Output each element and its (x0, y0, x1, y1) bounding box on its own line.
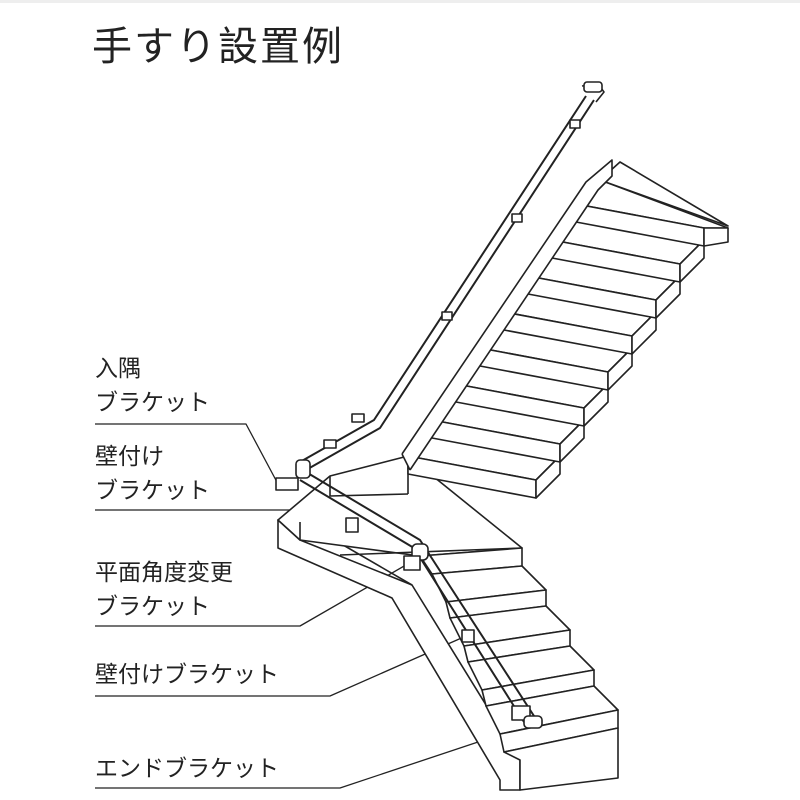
leader-wall-mount-2 (95, 635, 467, 697)
wall-bracket (323, 439, 337, 449)
label-line: ブラケット (95, 478, 210, 504)
label-line: 平面角度変更 (95, 560, 233, 586)
brackets (275, 81, 603, 729)
label-inside-corner-bracket: 入隅 ブラケット (95, 352, 210, 420)
wall-bracket (441, 311, 453, 321)
wall-bracket (351, 413, 365, 423)
wall-bracket (511, 213, 523, 223)
label-line: ブラケット (95, 594, 210, 620)
label-line: 入隅 (95, 356, 141, 382)
leader-inside-corner (95, 423, 279, 485)
wall-bracket-lower (461, 629, 475, 643)
wall-bracket-landing (345, 517, 359, 533)
page-title: 手すり設置例 (92, 24, 344, 70)
inside-corner-bracket-base (275, 477, 299, 491)
label-wall-mount-bracket-1: 壁付け ブラケット (95, 440, 210, 508)
label-end-bracket: エンドブラケット (95, 752, 279, 786)
upper-flight (401, 159, 729, 499)
upper-tread (575, 179, 729, 247)
upper-tread (407, 431, 561, 499)
lower-tread (503, 727, 619, 791)
upper-tread (431, 395, 585, 463)
label-line: 壁付け (95, 444, 164, 470)
lower-tread (431, 565, 547, 619)
upper-tread (551, 215, 705, 283)
label-wall-mount-bracket-2: 壁付けブラケット (95, 658, 279, 692)
label-line: エンドブラケット (95, 756, 279, 782)
label-line: ブラケット (95, 390, 210, 416)
lower-flight (419, 547, 619, 791)
top-rule (0, 0, 800, 3)
wall-bracket (569, 119, 581, 129)
end-bracket-top (583, 81, 603, 93)
label-plane-angle-bracket: 平面角度変更 ブラケット (95, 556, 233, 624)
plane-angle-bracket-base (403, 555, 421, 571)
upper-stringer (401, 159, 613, 471)
label-line: 壁付けブラケット (95, 662, 279, 688)
inside-corner-bracket (295, 459, 311, 479)
leader-end (95, 727, 521, 789)
